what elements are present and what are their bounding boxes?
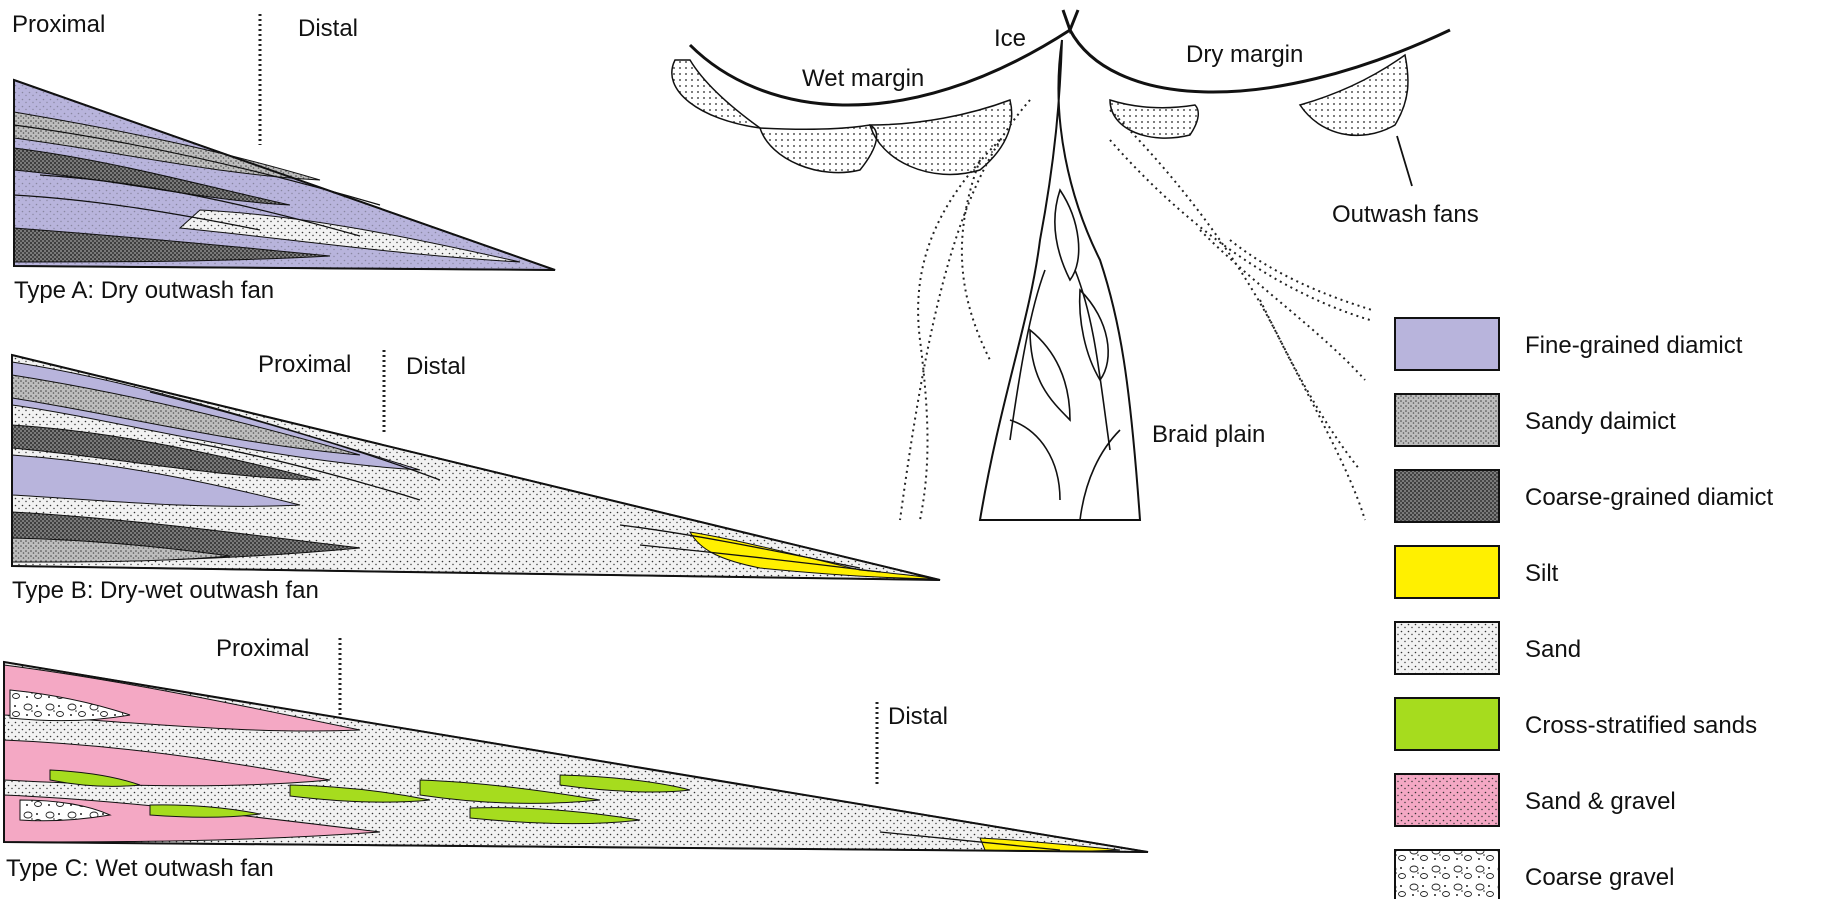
type-a-caption: Type A: Dry outwash fan bbox=[14, 277, 274, 304]
type-b-caption: Type B: Dry-wet outwash fan bbox=[12, 577, 319, 604]
legend-swatch-silt bbox=[1395, 546, 1499, 598]
dry-margin-label: Dry margin bbox=[1186, 41, 1303, 68]
legend-label: Sandy daimict bbox=[1525, 408, 1676, 435]
legend-item: Fine-grained diamict bbox=[1395, 318, 1743, 370]
wet-margin-fan-3 bbox=[870, 100, 1012, 174]
wet-margin-fan-2 bbox=[760, 125, 877, 173]
legend-item: Coarse gravel bbox=[1395, 850, 1674, 899]
legend-swatch-texture bbox=[1395, 850, 1499, 899]
legend-swatch-texture bbox=[1395, 622, 1499, 674]
braid-plain-label: Braid plain bbox=[1152, 421, 1265, 448]
legend-swatch-texture bbox=[1395, 394, 1499, 446]
type-a-proximal: Proximal bbox=[12, 11, 105, 38]
type-c-distal: Distal bbox=[888, 703, 948, 730]
legend-item: Coarse-grained diamict bbox=[1395, 470, 1773, 522]
outwash-fans-label: Outwash fans bbox=[1332, 201, 1479, 228]
legend-label: Cross-stratified sands bbox=[1525, 712, 1757, 739]
legend-item: Sand & gravel bbox=[1395, 774, 1676, 826]
type-a-distal: Distal bbox=[298, 15, 358, 42]
legend-label: Silt bbox=[1525, 560, 1559, 587]
plan-view: Ice Wet margin Dry margin Outwash fans B… bbox=[672, 10, 1479, 520]
type-c-proximal: Proximal bbox=[216, 635, 309, 662]
legend-label: Sand & gravel bbox=[1525, 788, 1676, 815]
type-b-proximal: Proximal bbox=[258, 351, 351, 378]
legend-label: Coarse-grained diamict bbox=[1525, 484, 1773, 511]
wet-margin-label: Wet margin bbox=[802, 65, 924, 92]
legend-item: Silt bbox=[1395, 546, 1559, 598]
type-b-distal: Distal bbox=[406, 353, 466, 380]
wet-margin-fan-1 bbox=[672, 60, 760, 128]
legend-swatch-fine bbox=[1395, 318, 1499, 370]
legend-swatch-texture bbox=[1395, 470, 1499, 522]
section-type-a: Proximal Distal Type A: Dry outwash fan bbox=[12, 11, 555, 304]
type-c-caption: Type C: Wet outwash fan bbox=[6, 855, 274, 882]
legend-label: Coarse gravel bbox=[1525, 864, 1674, 891]
legend-swatch-cross bbox=[1395, 698, 1499, 750]
legend-item: Sandy daimict bbox=[1395, 394, 1676, 446]
dry-margin-fan-1 bbox=[1110, 100, 1198, 138]
legend-label: Sand bbox=[1525, 636, 1581, 663]
ice-label: Ice bbox=[994, 25, 1026, 52]
legend-item: Sand bbox=[1395, 622, 1581, 674]
legend-swatch-texture bbox=[1395, 774, 1499, 826]
section-type-c: Proximal Distal Type C: Wet outwash fan bbox=[4, 635, 1148, 882]
legend-item: Cross-stratified sands bbox=[1395, 698, 1757, 750]
section-type-b: Proximal Distal Type B: Dry-wet outwash … bbox=[12, 350, 940, 604]
legend-label: Fine-grained diamict bbox=[1525, 332, 1743, 359]
